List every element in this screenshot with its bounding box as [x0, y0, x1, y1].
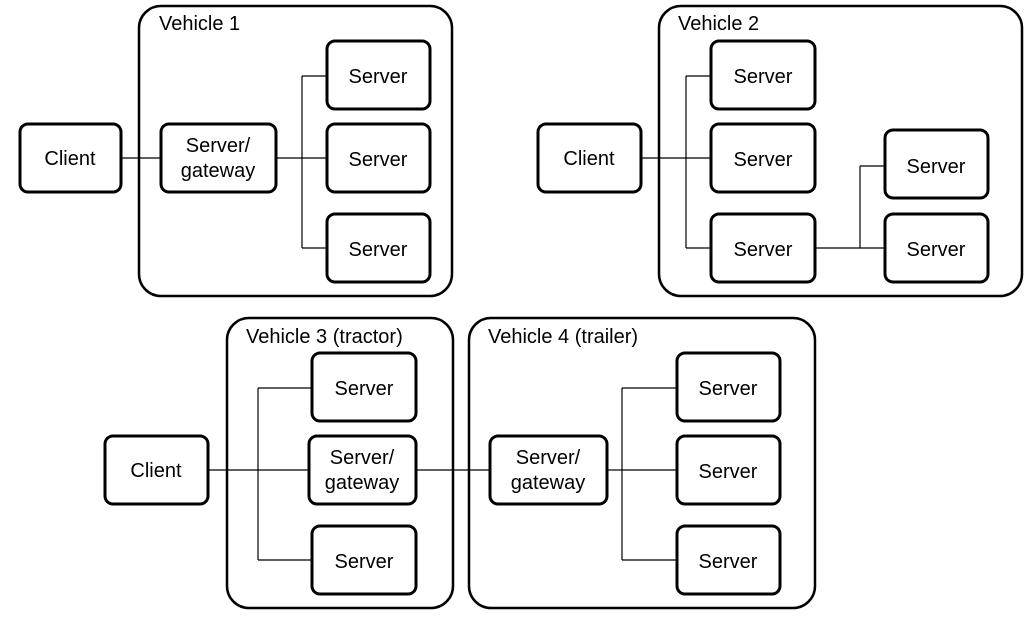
- server-label: Server: [335, 551, 394, 573]
- server-node: [675, 351, 782, 423]
- server-label: Server: [335, 378, 394, 400]
- vehicle-4-label: Vehicle 4 (trailer): [488, 326, 638, 348]
- server-node: [709, 122, 817, 194]
- server-node: [675, 524, 782, 596]
- gateway-label-line1: Server/: [186, 135, 251, 157]
- server-node: [325, 212, 432, 284]
- client-label: Client: [563, 148, 615, 170]
- server-node: [310, 524, 418, 596]
- server-node: [709, 212, 817, 284]
- server-node: [675, 434, 782, 506]
- server-label: Server: [349, 239, 408, 261]
- gateway-label-line1: Server/: [330, 447, 395, 469]
- server-label: Server: [699, 551, 758, 573]
- server-label: Server: [349, 66, 408, 88]
- gateway-label-line2: gateway: [325, 472, 400, 494]
- vehicle-2-group: Vehicle 2 Client Server Server Server Se…: [536, 4, 1024, 298]
- server-label: Server: [349, 149, 408, 171]
- client-label: Client: [130, 460, 182, 482]
- server-label: Server: [734, 149, 793, 171]
- server-label: Server: [734, 239, 793, 261]
- server-node: [883, 128, 990, 200]
- gateway-label-line2: gateway: [511, 472, 586, 494]
- server-label: Server: [734, 66, 793, 88]
- gateway-node: [159, 122, 278, 194]
- server-label: Server: [907, 239, 966, 261]
- server-label: Server: [907, 156, 966, 178]
- vehicle-3-label: Vehicle 3 (tractor): [246, 326, 403, 348]
- server-node: [325, 122, 432, 194]
- gateway-node: [307, 434, 418, 506]
- client-node: [536, 122, 643, 194]
- vehicle-1-group: Vehicle 1 Client Server/ gateway Server …: [18, 4, 454, 298]
- gateway-label-line2: gateway: [181, 160, 256, 182]
- server-label: Server: [699, 461, 758, 483]
- vehicle-2-label: Vehicle 2: [678, 13, 759, 35]
- gateway-node: [488, 434, 609, 506]
- vehicle-1-label: Vehicle 1: [159, 13, 240, 35]
- server-label: Server: [699, 378, 758, 400]
- client-node: [18, 122, 123, 194]
- server-node: [883, 212, 990, 284]
- client-label: Client: [44, 148, 96, 170]
- server-node: [310, 351, 418, 423]
- gateway-label-line1: Server/: [516, 447, 581, 469]
- server-node: [709, 39, 817, 111]
- server-node: [325, 39, 432, 111]
- client-node: [103, 434, 210, 506]
